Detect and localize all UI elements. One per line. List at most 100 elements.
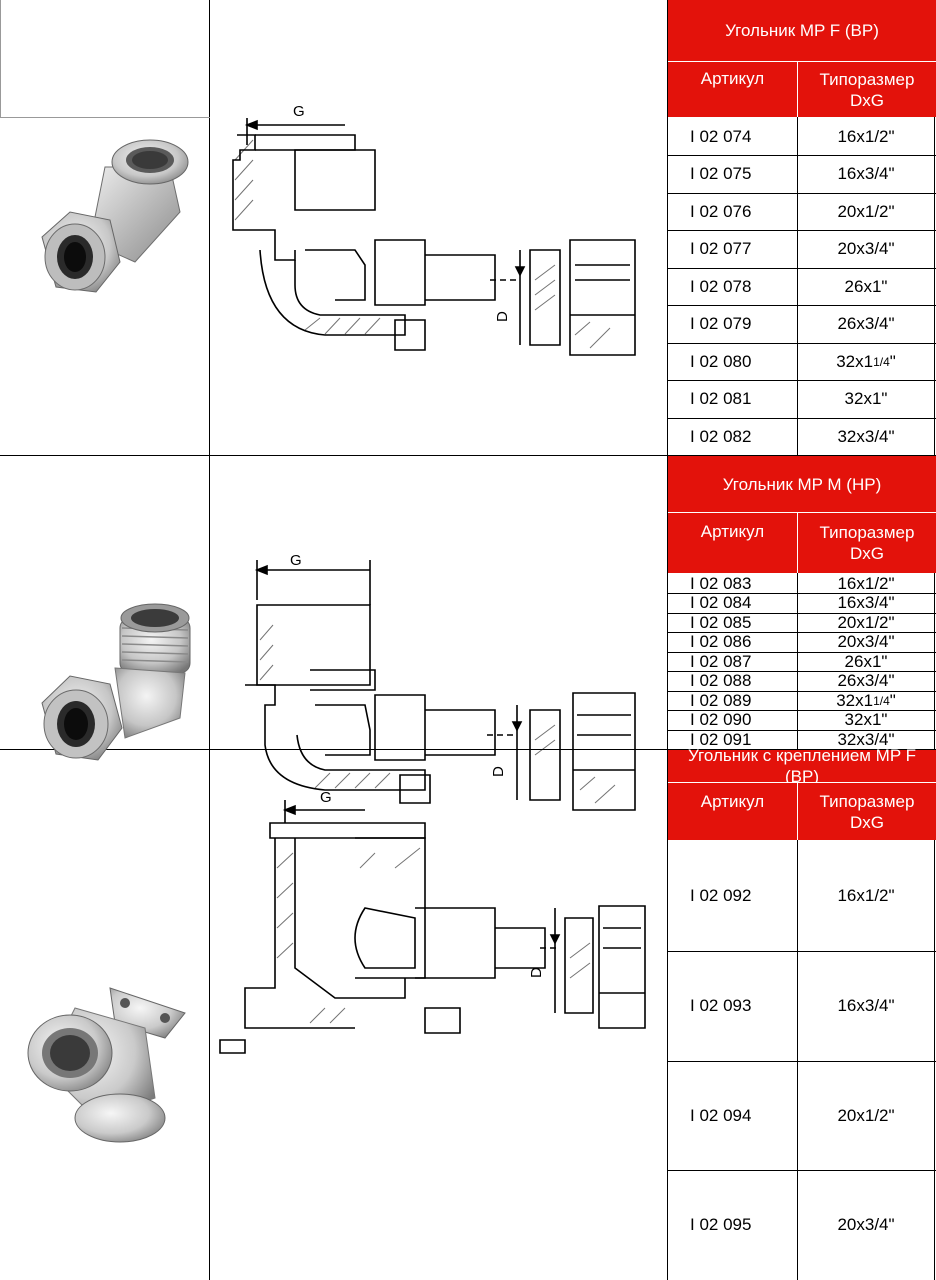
technical-drawing: G D: [219, 789, 646, 1054]
row-divider: [668, 730, 936, 731]
row-divider: [668, 193, 936, 194]
size-cell: 16x1/2": [837, 886, 895, 905]
article-cell: I 02 080: [690, 351, 752, 371]
article-cell: I 02 079: [690, 313, 752, 333]
size-cell: 32x1": [844, 388, 888, 408]
article-cell: I 02 093: [690, 996, 752, 1015]
size-cell: 16x1/2": [837, 126, 895, 146]
grid-v-mid: [797, 840, 798, 1280]
row-divider: [668, 951, 936, 952]
col-header-size: Типоразмер DxG: [798, 62, 936, 117]
col-header-size: Типоразмер DxG: [798, 513, 936, 573]
article-cell: I 02 081: [690, 388, 752, 408]
article-cell: I 02 088: [690, 670, 752, 690]
article-cell: I 02 076: [690, 201, 752, 221]
size-cell: 16x1/2": [837, 573, 895, 593]
row-divider: [668, 230, 936, 231]
size-main: 32x1: [836, 690, 874, 710]
size-cell: 32x3/4": [837, 729, 895, 749]
female-thread-elbow-photo: [41, 139, 189, 293]
size-cell: 32x3/4": [837, 426, 895, 446]
row-divider: [668, 671, 936, 672]
size-cell: 16x3/4": [837, 163, 895, 183]
drawing-label-g: G: [290, 552, 302, 569]
drawing-label-g: G: [320, 789, 332, 806]
row-divider: [668, 613, 936, 614]
article-cell: I 02 085: [690, 612, 752, 632]
grid-v-top: [0, 0, 1, 118]
technical-drawing: G D: [232, 103, 636, 356]
size-cell: 16x3/4": [837, 996, 895, 1015]
size-main: 32x1: [836, 351, 874, 371]
article-cell: I 02 083: [690, 573, 752, 593]
grid-v-edge: [934, 573, 935, 749]
size-cell: 20x3/4": [837, 631, 895, 651]
section-title: Угольник с креплением MP F (BP): [668, 746, 936, 786]
grid-h-top: [0, 117, 210, 118]
row-divider: [668, 268, 936, 269]
grid-v-mid: [797, 573, 798, 749]
article-cell: I 02 092: [690, 886, 752, 905]
drawing-label-d: D: [494, 311, 511, 322]
article-cell: I 02 086: [690, 631, 752, 651]
row-divider: [668, 710, 936, 711]
grid-v-mid: [797, 117, 798, 455]
size-cell: 20x1/2": [837, 1106, 895, 1125]
col-header-article: Артикул: [668, 62, 797, 117]
article-cell: I 02 095: [690, 1215, 752, 1234]
article-cell: I 02 087: [690, 651, 752, 671]
grid-h-sep: [0, 455, 936, 456]
row-divider: [668, 1061, 936, 1062]
article-cell: I 02 075: [690, 163, 752, 183]
size-cell: 26x1": [844, 276, 888, 296]
size-fraction: 1/4: [873, 693, 890, 708]
size-cell: 20x3/4": [837, 238, 895, 258]
drawing-label-d: D: [490, 766, 507, 777]
grid-v-edge: [934, 117, 935, 455]
size-cell: 26x1": [844, 651, 888, 671]
size-cell: 20x1/2": [837, 201, 895, 221]
col-header-article: Артикул: [668, 513, 797, 573]
section-title: Угольник MP M (HP): [668, 456, 936, 512]
row-divider: [668, 343, 936, 344]
article-cell: I 02 074: [690, 126, 752, 146]
row-divider: [668, 380, 936, 381]
row-divider: [668, 652, 936, 653]
row-divider: [668, 418, 936, 419]
row-divider: [668, 691, 936, 692]
article-cell: I 02 089: [690, 690, 752, 710]
drawing-label-d: D: [528, 967, 545, 978]
size-end: ": [889, 351, 896, 371]
size-cell: 16x3/4": [837, 592, 895, 612]
col-header-article: Артикул: [668, 783, 797, 840]
article-cell: I 02 090: [690, 709, 752, 729]
article-cell: I 02 078: [690, 276, 752, 296]
size-cell: 26x3/4": [837, 313, 895, 333]
article-cell: I 02 082: [690, 426, 752, 446]
grid-h-sep: [0, 749, 936, 750]
size-fraction: 1/4: [873, 354, 890, 369]
article-cell: I 02 077: [690, 238, 752, 258]
row-divider: [668, 155, 936, 156]
grid-v-edge: [934, 840, 935, 1280]
size-cell: 26x3/4": [837, 670, 895, 690]
row-divider: [668, 1170, 936, 1171]
size-cell: 20x3/4": [837, 1215, 895, 1234]
grid-v-right: [667, 0, 668, 1280]
male-thread-elbow-photo: [41, 603, 191, 761]
row-divider: [668, 632, 936, 633]
size-cell: 32x1": [844, 709, 888, 729]
size-cell: 20x1/2": [837, 612, 895, 632]
section-title: Угольник MP F (BP): [668, 0, 936, 61]
article-cell: I 02 084: [690, 592, 752, 612]
drawing-label-g: G: [293, 103, 305, 120]
size-end: ": [889, 690, 896, 710]
grid-v-left: [209, 0, 210, 1280]
row-divider: [668, 593, 936, 594]
article-cell: I 02 091: [690, 729, 752, 749]
col-header-size: Типоразмер DxG: [798, 783, 936, 840]
wall-mount-elbow-photo: [27, 987, 186, 1143]
technical-drawing: G D: [245, 552, 636, 811]
